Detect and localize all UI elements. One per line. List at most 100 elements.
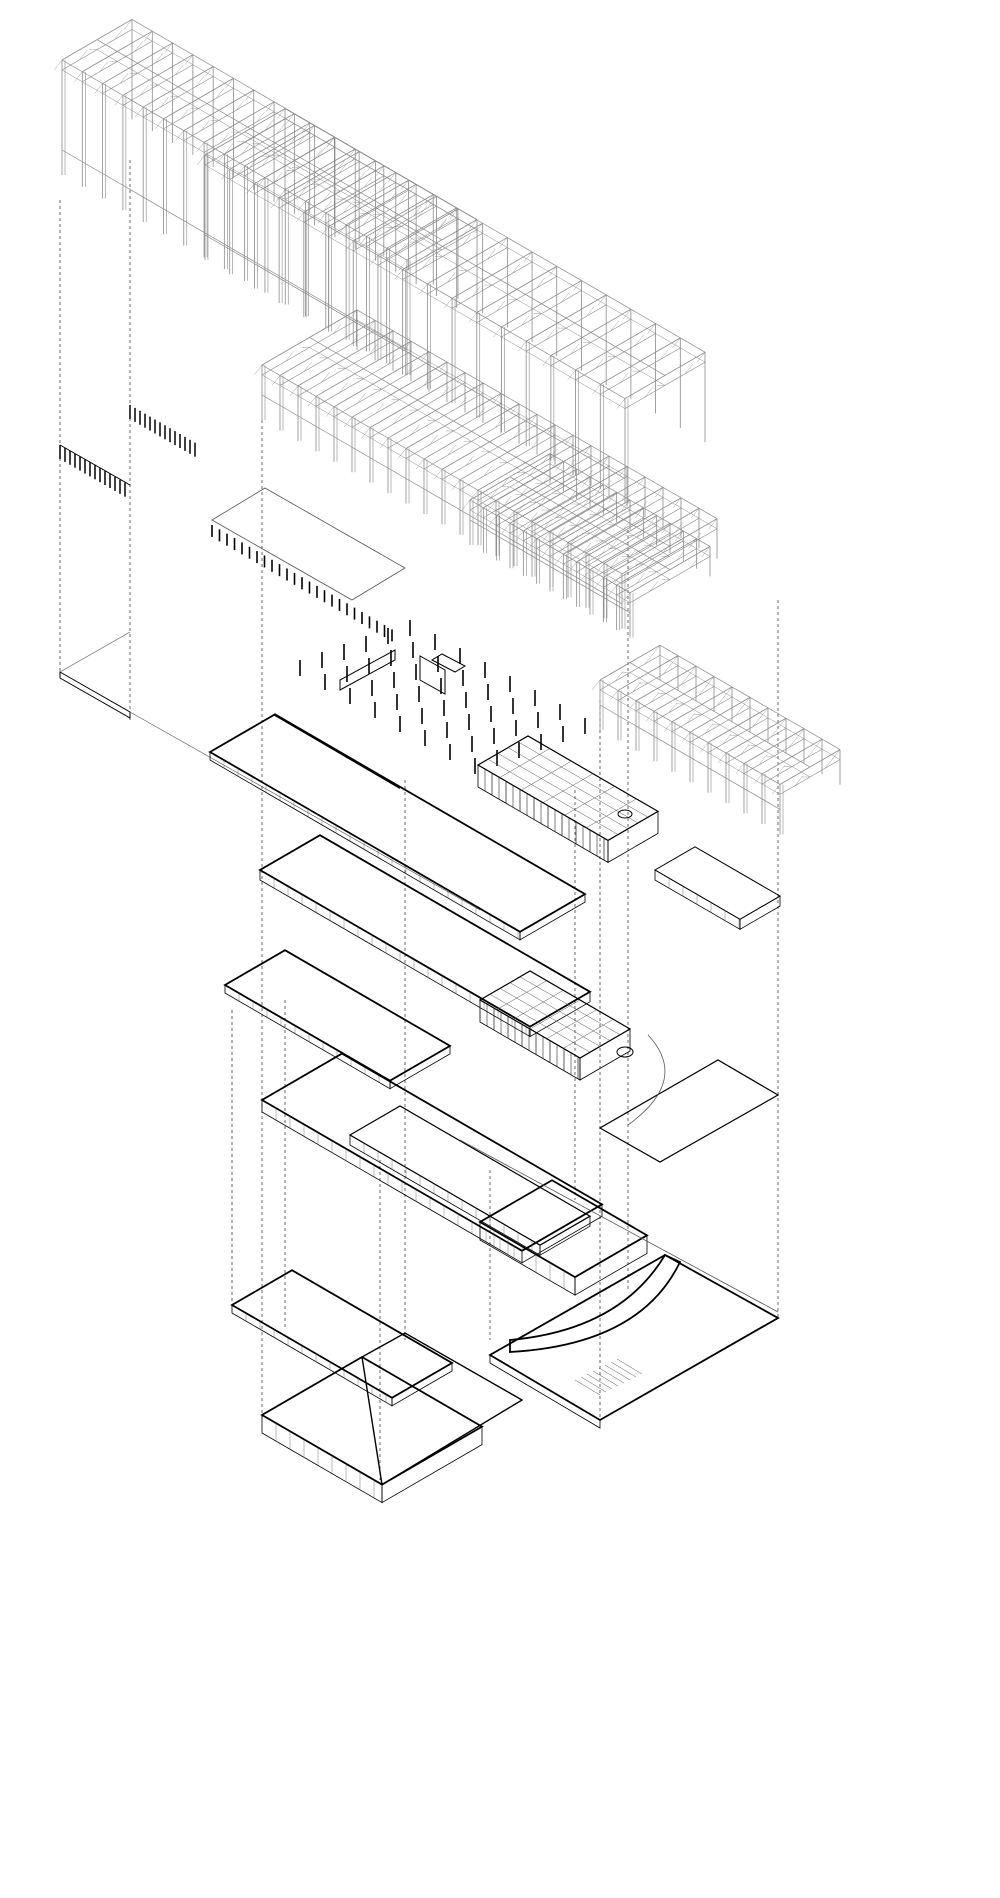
- truss-web: [196, 154, 206, 166]
- truss-web: [681, 732, 691, 743]
- truss-web: [734, 705, 744, 717]
- truss-web: [493, 326, 502, 338]
- truss-web: [468, 219, 478, 230]
- truss-purlin: [659, 644, 841, 750]
- floor-plate-upper-east: [654, 846, 781, 930]
- truss-web: [699, 742, 709, 753]
- interior-wall: [529, 999, 581, 1030]
- slab-edge-short: [391, 1362, 453, 1407]
- truss-block-middle: [196, 108, 706, 504]
- truss-web: [586, 306, 595, 317]
- truss-web: [510, 403, 520, 414]
- truss-web: [519, 486, 528, 498]
- truss-web: [246, 183, 255, 194]
- truss-web: [379, 437, 389, 449]
- truss-web: [660, 349, 669, 360]
- truss-web: [657, 511, 666, 522]
- truss-web: [205, 66, 214, 77]
- truss-web: [397, 243, 407, 254]
- truss-web: [221, 169, 230, 180]
- truss-web: [447, 272, 456, 283]
- truss-web: [543, 472, 552, 484]
- truss-web: [443, 298, 453, 309]
- interior-wall: [521, 760, 572, 791]
- truss-web: [337, 158, 346, 170]
- truss-web: [608, 492, 617, 503]
- truss-web: [134, 41, 143, 52]
- truss-web: [488, 515, 497, 526]
- truss-web: [323, 200, 332, 211]
- truss-web: [411, 424, 420, 435]
- floor-plate-ground-block: [230, 1269, 454, 1407]
- truss-purlin: [61, 69, 408, 271]
- truss-web: [471, 286, 481, 297]
- truss-web: [224, 143, 234, 154]
- truss-web: [635, 335, 644, 346]
- truss-web: [201, 120, 210, 131]
- truss-web: [321, 371, 330, 383]
- truss-web: [348, 309, 358, 321]
- truss-web: [618, 466, 628, 477]
- truss-web: [794, 775, 804, 786]
- truss-purlin: [261, 374, 623, 585]
- truss-web: [621, 499, 631, 511]
- truss-web: [687, 665, 697, 677]
- curved-path: [627, 1034, 666, 1126]
- truss-web: [595, 563, 605, 574]
- truss-web: [407, 184, 417, 195]
- truss-web: [717, 752, 727, 764]
- slab-top: [230, 1269, 454, 1399]
- truss-web: [449, 208, 459, 220]
- truss-web: [433, 469, 443, 480]
- truss-web: [577, 552, 587, 564]
- truss-web: [119, 73, 129, 84]
- wall-slab: [339, 649, 396, 691]
- interior-wall: [586, 798, 637, 829]
- truss-web: [345, 240, 354, 252]
- wall-line: [59, 444, 131, 486]
- truss-web: [651, 645, 661, 656]
- slab-edge-long: [479, 999, 581, 1081]
- truss-web: [348, 214, 357, 226]
- truss-web: [320, 226, 329, 237]
- truss-web: [338, 163, 348, 174]
- floor-plate-upper-west: [208, 713, 587, 941]
- auditorium-seat-row: [604, 1364, 631, 1381]
- truss-web: [680, 674, 690, 685]
- truss-web: [555, 554, 564, 565]
- truss-web: [487, 500, 497, 511]
- truss-web: [770, 726, 780, 738]
- truss-web: [474, 223, 483, 234]
- truss-web: [154, 52, 164, 64]
- truss-web: [583, 542, 592, 553]
- truss-web: [536, 277, 545, 288]
- truss-web: [595, 484, 604, 495]
- truss-web: [265, 101, 275, 112]
- truss-web: [425, 194, 434, 205]
- truss-web: [518, 341, 527, 352]
- truss-web: [698, 685, 708, 696]
- truss-web: [541, 531, 551, 543]
- truss-web: [253, 364, 263, 376]
- slab-edge-long: [261, 1414, 383, 1504]
- truss-web: [564, 435, 574, 446]
- truss-web: [429, 434, 438, 445]
- slab-edge-short: [607, 810, 659, 864]
- truss-web: [541, 453, 551, 464]
- truss-web: [495, 417, 504, 428]
- truss-web: [813, 739, 823, 750]
- truss-web: [285, 351, 294, 362]
- cylinder-core: [617, 809, 633, 819]
- truss-web: [363, 177, 372, 188]
- truss-web: [688, 538, 697, 549]
- truss-web: [225, 78, 234, 89]
- truss-web: [568, 561, 577, 572]
- truss-web: [689, 557, 699, 569]
- truss-purlin: [284, 118, 706, 363]
- truss-web: [492, 393, 502, 404]
- truss-web: [487, 249, 496, 260]
- truss-web: [333, 323, 342, 334]
- truss-web: [649, 581, 659, 592]
- truss-web: [622, 309, 632, 320]
- interior-wall: [499, 748, 550, 778]
